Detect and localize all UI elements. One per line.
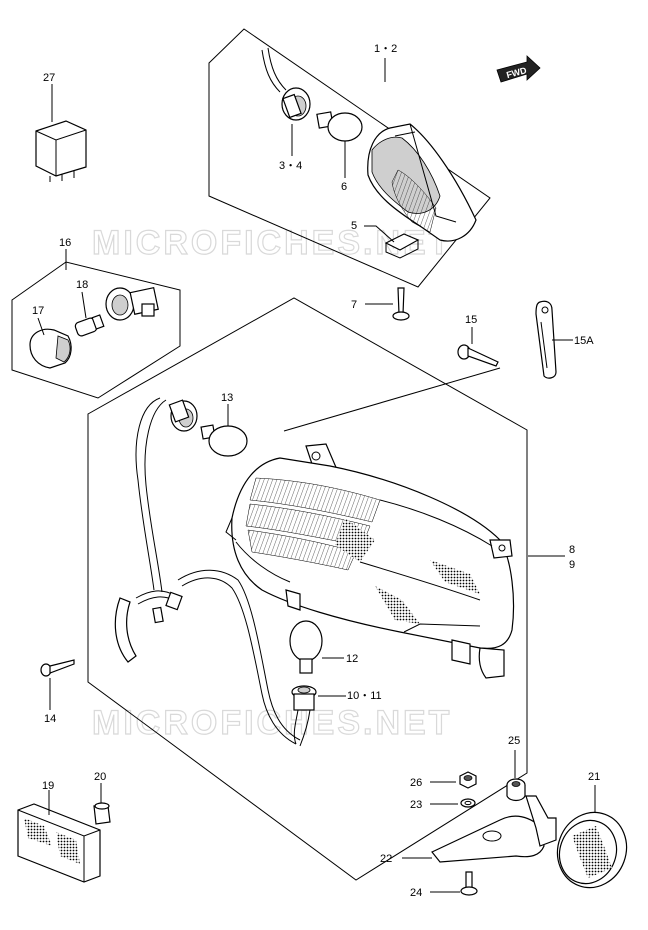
watermark-bottom: MICROFICHES.NET — [92, 704, 452, 742]
label-15: 15 — [465, 314, 477, 326]
part-15-screw — [457, 344, 499, 367]
label-21: 21 — [588, 771, 600, 783]
label-5: 5 — [351, 220, 357, 232]
label-1-2: 1・2 — [374, 43, 397, 55]
part-26-nut — [459, 771, 477, 789]
part-19-reflector — [17, 803, 101, 883]
part-23-washer — [460, 798, 476, 808]
part-20-nut — [93, 802, 111, 825]
part-22-bracket — [431, 795, 557, 863]
part-27-relay — [35, 84, 87, 182]
part-3-4-socket — [261, 47, 311, 121]
group-frame-8-9 — [87, 297, 528, 881]
label-15a: 15A — [574, 335, 594, 347]
part-17-lens — [29, 328, 72, 369]
part-5-clip — [384, 233, 420, 259]
label-10-11: 10・11 — [347, 690, 382, 702]
part-12-bulb — [289, 620, 323, 674]
part-16-socket — [105, 287, 159, 321]
label-13: 13 — [221, 392, 233, 404]
part-25-grommet — [506, 778, 526, 802]
label-19: 19 — [42, 780, 54, 792]
part-24-bolt — [460, 871, 478, 896]
part-turn-signal-lens — [367, 123, 477, 242]
part-main-socket — [168, 399, 198, 432]
part-10-11-socket — [291, 685, 317, 747]
part-6-bulb — [316, 111, 363, 142]
group-frame-1-2 — [208, 28, 491, 288]
part-8-9-housing — [225, 443, 515, 679]
label-8: 8 — [569, 544, 575, 556]
label-20: 20 — [94, 771, 106, 783]
label-27: 27 — [43, 72, 55, 84]
label-6: 6 — [341, 181, 347, 193]
label-3-4: 3・4 — [279, 160, 302, 172]
label-18: 18 — [76, 279, 88, 291]
part-15a-bracket — [535, 300, 557, 379]
label-26: 26 — [410, 777, 422, 789]
part-7-screw — [392, 287, 410, 321]
part-21-round-lamp — [556, 811, 628, 889]
label-7: 7 — [351, 299, 357, 311]
label-25: 25 — [508, 735, 520, 747]
label-9: 9 — [569, 559, 575, 571]
label-17: 17 — [32, 305, 44, 317]
label-16: 16 — [59, 237, 71, 249]
part-14-screw — [40, 659, 75, 677]
label-24: 24 — [410, 887, 422, 899]
wiring-harness — [114, 397, 301, 745]
part-18-bulb — [74, 314, 105, 337]
label-22: 22 — [380, 853, 392, 865]
label-14: 14 — [44, 713, 56, 725]
part-13-bulb — [200, 424, 248, 457]
label-23: 23 — [410, 799, 422, 811]
label-12: 12 — [346, 653, 358, 665]
fwd-arrow-icon: FWD — [496, 55, 541, 83]
